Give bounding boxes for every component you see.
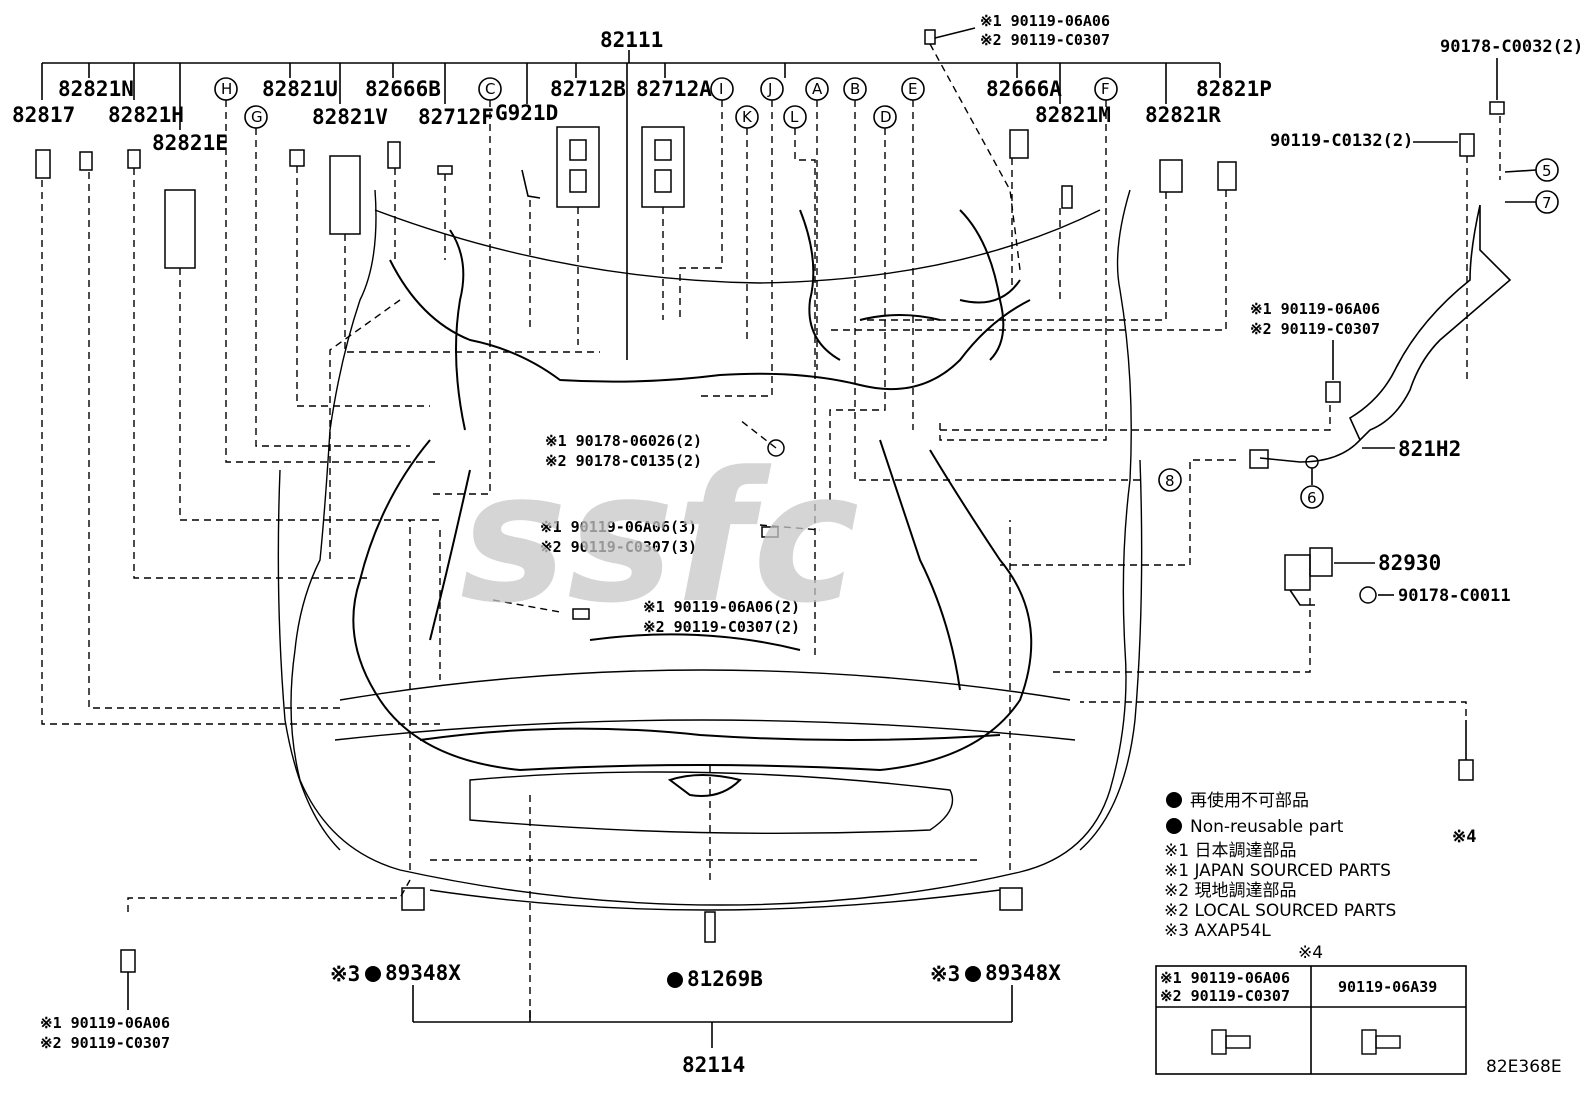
leader-lines [41, 43, 1467, 1018]
label-G921D: G921D [495, 101, 558, 125]
label-82930: 82930 [1378, 551, 1441, 575]
label-82712A: 82712A [636, 77, 712, 101]
label-82821P: 82821P [1196, 77, 1272, 101]
table-col1-row1: ※1 90119-06A06 [1160, 969, 1290, 987]
bottom-left-bolt-label-2: ※2 90119-C0307 [40, 1034, 170, 1052]
legend-note2-en: ※2 LOCAL SOURCED PARTS [1164, 901, 1396, 921]
table-title: ※4 [1298, 943, 1323, 963]
label-81269B: 81269B [687, 967, 763, 991]
letter-C: C [485, 80, 495, 98]
legend-note1-jp: ※1 日本調達部品 [1164, 841, 1296, 861]
label-90119-C0132: 90119-C0132(2) [1270, 131, 1413, 151]
circled-5: 5 [1542, 162, 1552, 180]
label-82821M: 82821M [1035, 103, 1111, 127]
label-82821E: 82821E [152, 131, 228, 155]
engine-bay-outline [277, 189, 1143, 911]
mid-bolt1-label-1: ※1 90178-06026(2) [545, 432, 702, 450]
ref3-right: ※3 [930, 962, 960, 986]
ref3-left: ※3 [330, 962, 360, 986]
label-90178-C0032: 90178-C0032(2) [1440, 37, 1583, 57]
ref4-right: ※4 [1452, 827, 1476, 847]
mid-bolt1-label-2: ※2 90178-C0135(2) [545, 452, 702, 470]
legend-note3: ※3 AXAP54L [1164, 921, 1271, 941]
letter-J: J [767, 80, 772, 98]
label-82821H: 82821H [108, 103, 184, 127]
letter-H: H [221, 80, 232, 98]
legend-note1-en: ※1 JAPAN SOURCED PARTS [1164, 861, 1391, 881]
legend-non-reusable-en: Non-reusable part [1190, 817, 1344, 837]
circled-7: 7 [1542, 194, 1552, 212]
letter-G: G [251, 108, 263, 126]
mid-bolt2-label-1: ※1 90119-06A06(3) [540, 518, 697, 536]
label-82666A: 82666A [986, 77, 1062, 101]
label-90178-C0011: 90178-C0011 [1398, 586, 1511, 606]
diagram-code: 82E368E [1486, 1057, 1562, 1077]
label-82712F: 82712F [418, 105, 494, 129]
label-82666B: 82666B [365, 77, 441, 101]
top-bolt-label-1: ※1 90119-06A06 [980, 12, 1110, 30]
table-col2: 90119-06A39 [1338, 978, 1437, 996]
label-82821N: 82821N [58, 77, 134, 101]
mid-bolts [572, 419, 785, 620]
right-bolt-label-2: ※2 90119-C0307 [1250, 320, 1380, 338]
harness-wires [352, 209, 1033, 797]
letter-I: I [719, 80, 723, 98]
circled-8: 8 [1165, 472, 1175, 490]
circled-6: 6 [1307, 489, 1317, 507]
letter-E: E [908, 80, 917, 98]
letter-B: B [850, 80, 860, 98]
label-82821U: 82821U [262, 77, 338, 101]
top-bolt [924, 27, 976, 45]
table-col1-row2: ※2 90119-C0307 [1160, 987, 1290, 1005]
legend-non-reusable-jp: 再使用不可部品 [1190, 790, 1309, 811]
legend [1166, 792, 1182, 834]
mid-bolt2-label-2: ※2 90119-C0307(3) [540, 538, 697, 556]
label-82111: 82111 [600, 28, 663, 52]
bolt-table [1155, 965, 1467, 1075]
letter-L: L [790, 108, 799, 126]
right-bolt-label-1: ※1 90119-06A06 [1250, 300, 1380, 318]
label-821H2: 821H2 [1398, 437, 1461, 461]
label-82821V: 82821V [312, 105, 388, 129]
label-82821R: 82821R [1145, 103, 1221, 127]
top-harness-bracket [41, 50, 1221, 360]
watermark: ssfc [460, 434, 859, 643]
letter-K: K [742, 108, 753, 126]
label-82712B: 82712B [550, 77, 626, 101]
bottom-parts [120, 887, 1023, 1048]
letter-D: D [880, 108, 892, 126]
letter-F: F [1101, 80, 1110, 98]
label-82817: 82817 [12, 103, 75, 127]
label-82114: 82114 [682, 1053, 745, 1077]
top-bolt-label-2: ※2 90119-C0307 [980, 31, 1110, 49]
circled-letters: H G C I K J L A B D E F [214, 77, 1118, 129]
label-89348X-right: 89348X [985, 961, 1061, 985]
mid-bolt3-label-1: ※1 90119-06A06(2) [643, 598, 800, 616]
mid-bolt3-label-2: ※2 90119-C0307(2) [643, 618, 800, 636]
label-89348X-left: 89348X [385, 961, 461, 985]
bottom-left-bolt-label-1: ※1 90119-06A06 [40, 1014, 170, 1032]
legend-note2-jp: ※2 現地調達部品 [1164, 881, 1296, 901]
letter-A: A [812, 80, 823, 98]
